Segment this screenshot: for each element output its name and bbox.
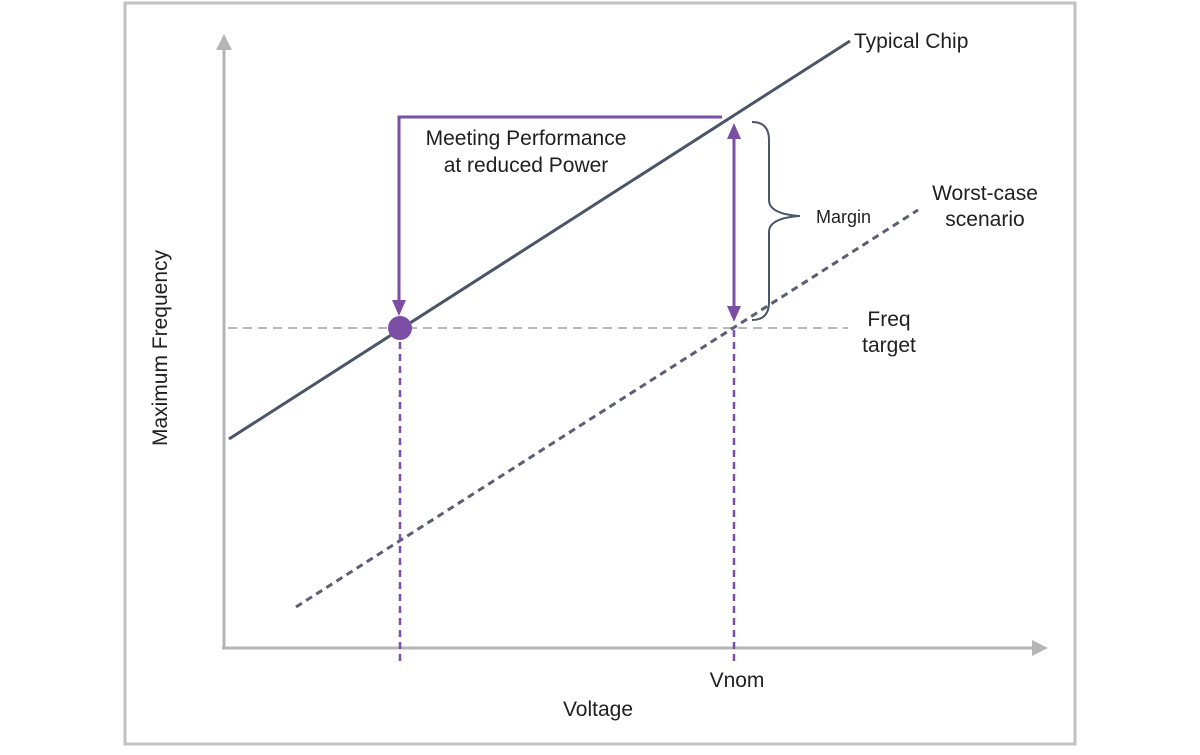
vnom-tick-label: Vnom: [710, 669, 765, 692]
margin-arrowhead-top: [727, 123, 741, 139]
worst-case-label-line2: scenario: [945, 208, 1024, 231]
y-axis-label: Maximum Frequency: [149, 249, 172, 446]
margin-label: Margin: [816, 207, 871, 227]
worst-case-label-line1: Worst-case: [932, 182, 1038, 205]
diagram-frame: [123, 1, 1077, 746]
typical-chip-line: [228, 39, 851, 441]
performance-label-line2: at reduced Power: [444, 154, 609, 177]
margin-brace: [751, 121, 801, 321]
y-axis-arrowhead: [216, 34, 232, 50]
typical-chip-label: Typical Chip: [854, 30, 968, 53]
performance-arrowhead: [392, 300, 406, 316]
margin-arrowhead-bottom: [727, 306, 741, 322]
performance-label-line1: Meeting Performance: [426, 127, 627, 150]
x-axis-arrowhead: [1032, 640, 1048, 656]
freq-target-label-line2: target: [862, 334, 916, 357]
operating-point-marker: [388, 316, 412, 340]
freq-target-label-line1: Freq: [867, 308, 910, 331]
performance-path-line: [397, 115, 722, 302]
x-axis-label: Voltage: [563, 698, 633, 721]
